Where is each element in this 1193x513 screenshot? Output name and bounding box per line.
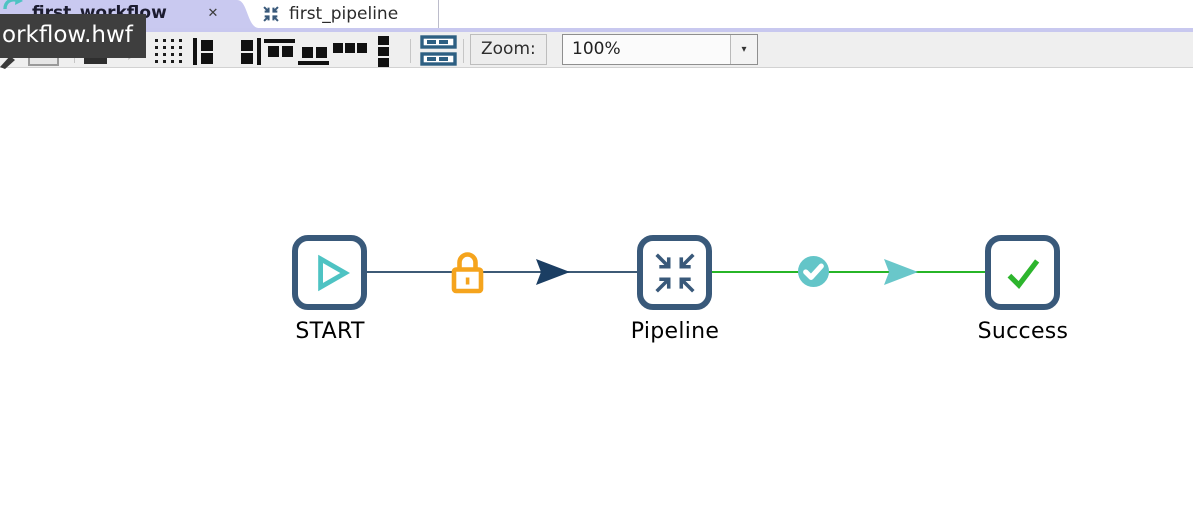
zoom-value: 100%	[572, 39, 621, 59]
pipeline-icon	[262, 5, 280, 23]
hop-start-pipeline-line[interactable]	[366, 271, 637, 273]
zoom-dropdown-button[interactable]: ▾	[730, 35, 757, 64]
view-execution-results-icon	[420, 35, 457, 66]
align-left-icon	[193, 38, 213, 65]
zoom-combobox[interactable]: 100% ▾	[562, 34, 758, 65]
check-icon	[1000, 250, 1046, 296]
node-pipeline[interactable]	[637, 235, 712, 310]
node-label-success: Success	[977, 319, 1069, 344]
workflow-canvas[interactable]: START Pipeline Success	[0, 69, 1193, 513]
distribute-horizontally-icon	[333, 43, 367, 53]
tab-separator	[438, 0, 439, 28]
align-right-button[interactable]	[237, 37, 263, 66]
hop-lock-icon[interactable]	[449, 249, 486, 294]
pencil-icon	[0, 54, 16, 73]
distribute-vertically-button[interactable]	[375, 35, 392, 68]
align-top-icon	[264, 39, 295, 57]
distribute-vertically-icon	[378, 36, 389, 67]
snap-to-grid-icon	[155, 39, 182, 63]
editor-tab-bar: first_workflow ✕ first_pipeline	[0, 0, 1193, 28]
workflow-icon	[2, 0, 24, 19]
view-execution-results-button[interactable]	[420, 35, 458, 66]
align-right-icon	[241, 38, 261, 65]
distribute-horizontally-button[interactable]	[331, 41, 368, 55]
node-label-start: START	[295, 319, 365, 344]
filename-tooltip: orkflow.hwf	[0, 14, 146, 58]
snap-to-grid-button[interactable]	[152, 37, 186, 65]
align-bottom-button[interactable]	[297, 37, 331, 66]
toolbar-separator	[410, 39, 411, 63]
align-top-button[interactable]	[263, 37, 297, 66]
tab-label: first_pipeline	[289, 4, 399, 24]
hidden-toolbar-icon	[84, 58, 107, 64]
tab-selection-strip	[0, 28, 1193, 32]
align-bottom-icon	[298, 47, 329, 65]
node-success[interactable]	[985, 235, 1060, 310]
align-left-button[interactable]	[191, 37, 217, 66]
hop-arrowhead-icon[interactable]	[884, 259, 918, 285]
hop-pipeline-success-line[interactable]	[712, 271, 985, 273]
tab-first-pipeline[interactable]: first_pipeline	[258, 0, 437, 28]
tab-close-icon[interactable]: ✕	[203, 1, 223, 25]
zoom-label: Zoom:	[470, 34, 547, 65]
hop-arrowhead-icon[interactable]	[536, 259, 570, 285]
node-start[interactable]	[292, 235, 367, 310]
compress-arrows-icon	[652, 250, 698, 296]
tab-curve	[232, 0, 259, 32]
node-label-pipeline: Pipeline	[630, 319, 720, 344]
hop-success-check-icon[interactable]	[797, 255, 830, 288]
toolbar-separator	[463, 39, 464, 63]
play-icon	[307, 250, 353, 296]
main-toolbar: Zoom: 100% ▾	[0, 32, 1193, 69]
